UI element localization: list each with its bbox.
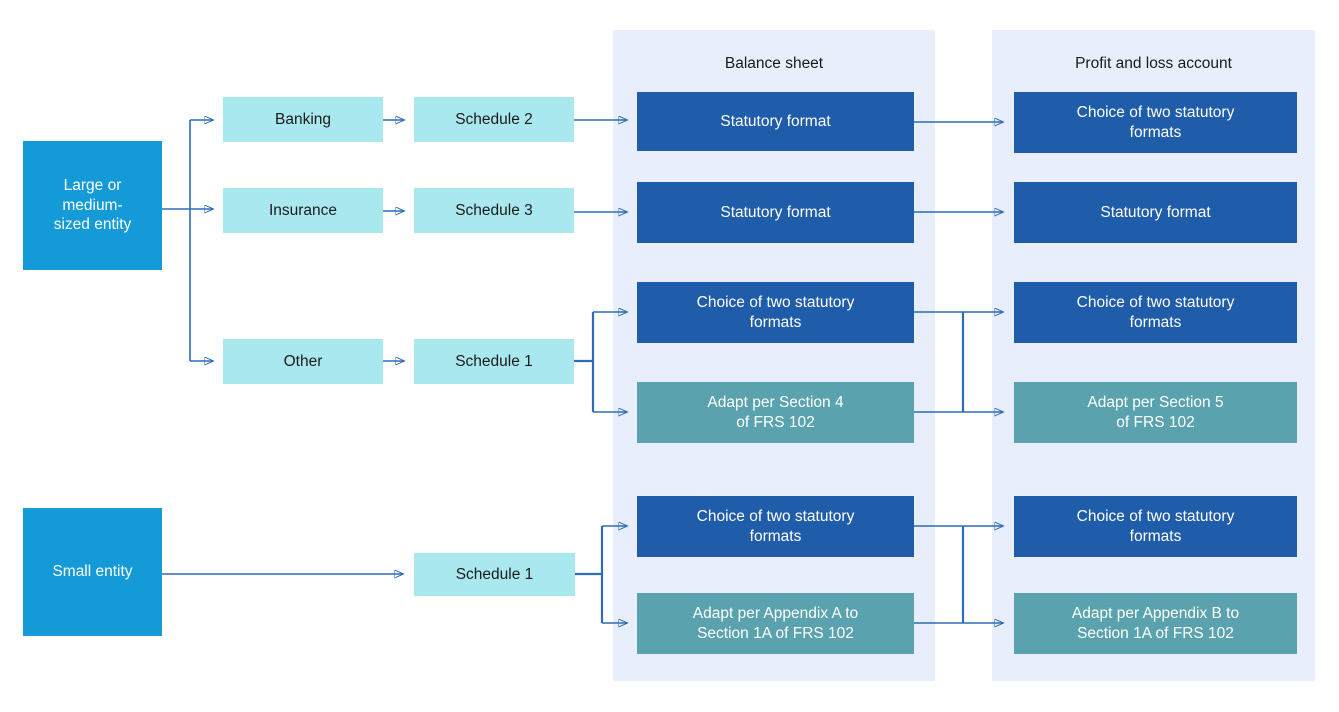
node-schedule-2: Schedule 2 xyxy=(414,97,574,142)
node-large-entity: Large or medium- sized entity xyxy=(23,141,162,270)
node-schedule-1-small: Schedule 1 xyxy=(414,553,575,596)
node-insurance: Insurance xyxy=(223,188,383,233)
node-bs-other-adapt: Adapt per Section 4 of FRS 102 xyxy=(637,382,914,443)
node-schedule-3: Schedule 3 xyxy=(414,188,574,233)
node-pl-other-adapt: Adapt per Section 5 of FRS 102 xyxy=(1014,382,1297,443)
node-bs-other-choice: Choice of two statutory formats xyxy=(637,282,914,343)
node-banking: Banking xyxy=(223,97,383,142)
node-other: Other xyxy=(223,339,383,384)
node-pl-small-adapt: Adapt per Appendix B to Section 1A of FR… xyxy=(1014,593,1297,654)
balance-sheet-header: Balance sheet xyxy=(724,55,824,72)
node-schedule-1-other: Schedule 1 xyxy=(414,339,574,384)
node-pl-insurance-format: Statutory format xyxy=(1014,182,1297,243)
node-small-entity: Small entity xyxy=(23,508,162,636)
node-bs-insurance-format: Statutory format xyxy=(637,182,914,243)
node-bs-small-choice: Choice of two statutory formats xyxy=(637,496,914,557)
node-pl-small-choice: Choice of two statutory formats xyxy=(1014,496,1297,557)
profit-loss-header: Profit and loss account xyxy=(1075,55,1232,72)
node-bs-banking-format: Statutory format xyxy=(637,92,914,151)
node-bs-small-adapt: Adapt per Appendix A to Section 1A of FR… xyxy=(637,593,914,654)
node-pl-banking-choice: Choice of two statutory formats xyxy=(1014,92,1297,153)
node-pl-other-choice: Choice of two statutory formats xyxy=(1014,282,1297,343)
